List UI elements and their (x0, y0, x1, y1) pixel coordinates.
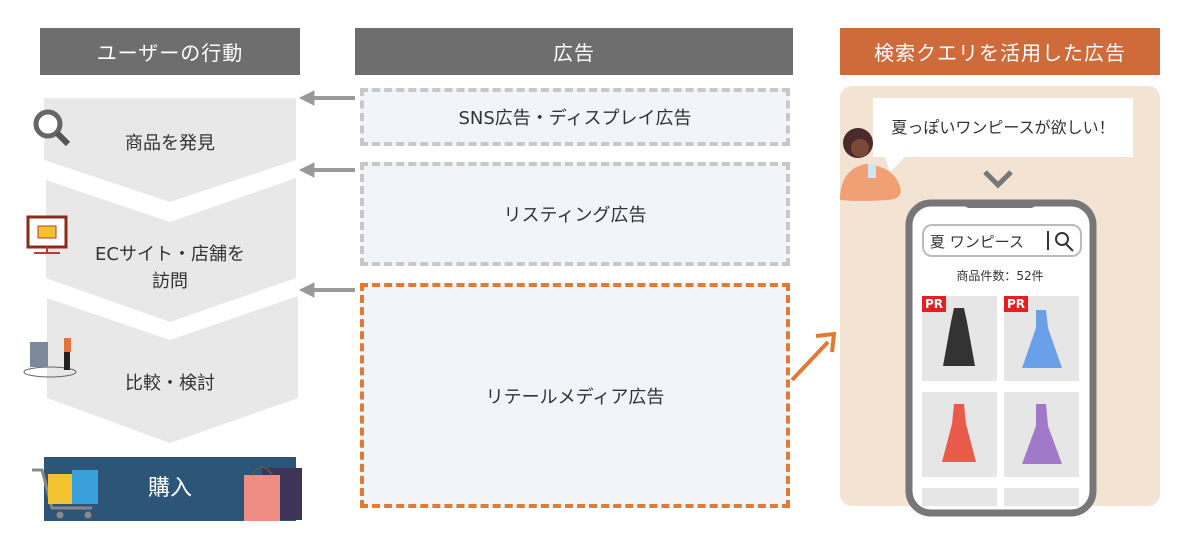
speech-text: 夏っぽいワンピースが欲しい！ (891, 118, 1115, 137)
arrow-left-icon (298, 90, 355, 106)
arrow-left-icon (298, 162, 355, 178)
shopping-cart-icon (32, 468, 98, 519)
chevron-step-1 (44, 98, 296, 202)
pr-badge: PR (1004, 296, 1029, 312)
result-count: 商品件数：52件 (956, 269, 1044, 283)
chevron-down-icon (983, 170, 1013, 189)
product-tile[interactable]: PR (1004, 296, 1079, 381)
ad-listing: リスティング広告 (360, 162, 790, 266)
ad-label: リテールメディア広告 (485, 386, 665, 408)
header-ads: 広告 (355, 28, 793, 75)
product-tile[interactable] (922, 392, 997, 477)
magnifier-icon (33, 109, 71, 147)
chevron-step-3 (47, 296, 298, 443)
header-user-action: ユーザーの行動 (40, 28, 300, 75)
search-icon (1055, 232, 1074, 252)
ad-label: SNS広告・ディスプレイ広告 (458, 108, 692, 129)
step-discover-label: 商品を発見 (125, 133, 215, 154)
search-input[interactable]: 夏 ワンピース (930, 233, 1025, 251)
product-tile[interactable] (1004, 488, 1079, 506)
purple-dress-icon (1022, 404, 1062, 464)
product-tile[interactable]: PR (922, 296, 997, 381)
arrow-left-icon (298, 282, 355, 298)
step-visit-label-line1: ECサイト・店舗を (95, 244, 245, 265)
woman-avatar (840, 128, 901, 201)
pr-badge: PR (922, 296, 947, 312)
chevron-step-2 (46, 178, 296, 322)
step-visit-label-line2: 訪問 (152, 271, 188, 292)
ad-label: リスティング広告 (503, 205, 647, 226)
ad-retail-media: リテールメディア広告 (360, 283, 790, 508)
ec-monitor-icon (26, 215, 68, 254)
black-dress-icon (943, 308, 975, 366)
ad-sns-display: SNS広告・ディスプレイ広告 (360, 88, 790, 146)
product-tile[interactable] (1004, 392, 1079, 477)
blue-floral-dress-icon (1022, 310, 1062, 368)
shopper-rack-icon (23, 338, 77, 378)
speech-bubble (873, 98, 1133, 157)
step-purchase-label: 購入 (147, 476, 192, 501)
red-dress-icon (942, 404, 976, 462)
arrow-diagonal-icon (790, 331, 837, 382)
step-compare-label: 比較・検討 (125, 373, 215, 394)
header-query-ads: 検索クエリを活用した広告 (840, 28, 1160, 75)
product-tile[interactable] (922, 488, 997, 506)
shopping-bags-icon (244, 466, 302, 521)
